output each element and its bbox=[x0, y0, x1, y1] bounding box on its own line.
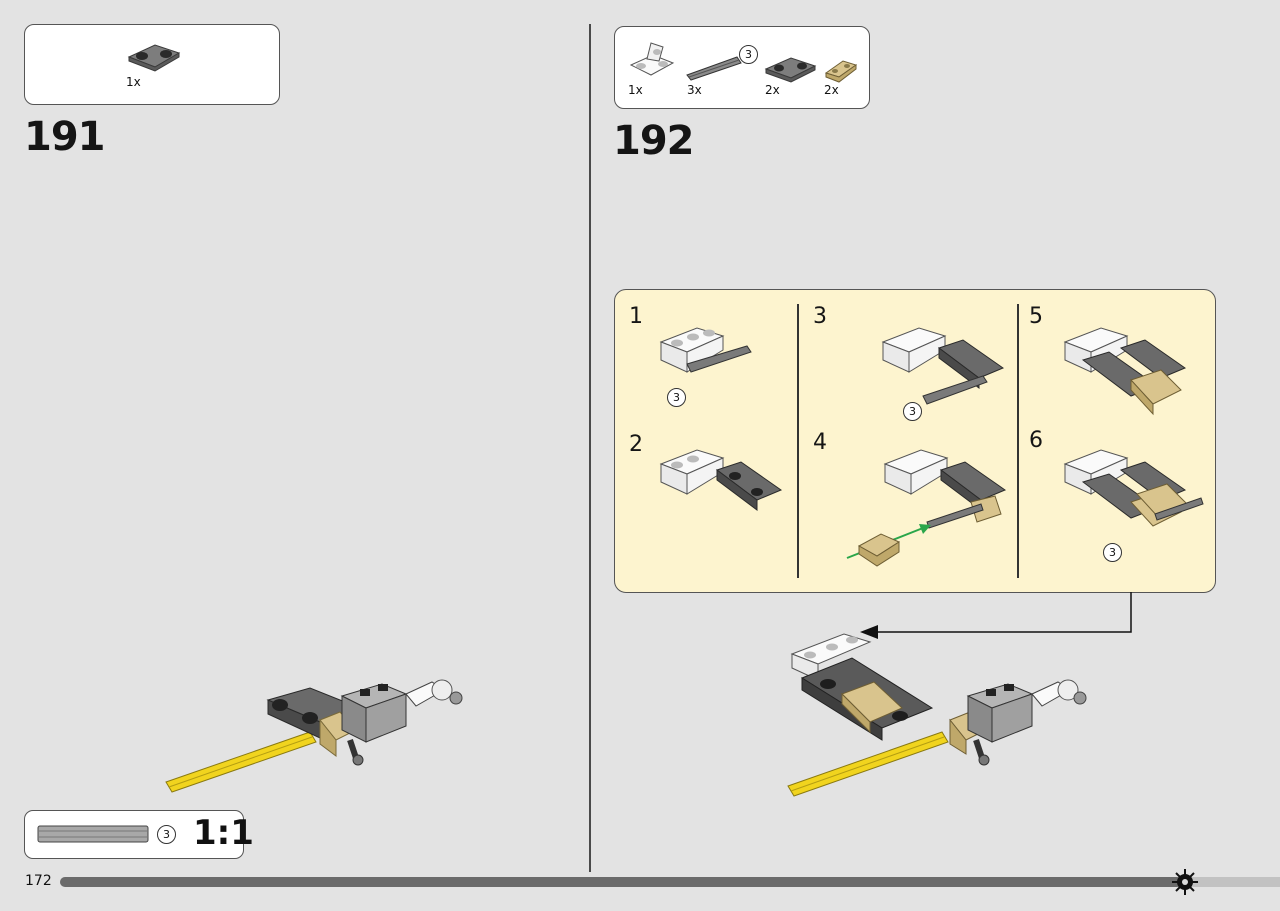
substep-number-2: 2 bbox=[629, 432, 643, 457]
substep-2-illustration bbox=[659, 449, 783, 511]
substep-number-1: 1 bbox=[629, 304, 643, 329]
part-qty: 1x bbox=[126, 75, 141, 89]
page-divider bbox=[589, 24, 591, 872]
parts-callout-192: 1x 3 3x 2x 2x bbox=[614, 26, 870, 109]
substep-number-3: 3 bbox=[813, 304, 827, 329]
substep-1-axle-callout: 3 bbox=[667, 388, 686, 407]
substep-number-4: 4 bbox=[813, 430, 827, 455]
substep-3-illustration bbox=[881, 327, 1005, 405]
substep-1-illustration bbox=[659, 327, 752, 373]
progress-bar-fill bbox=[60, 877, 1183, 887]
parts-callout-191: 1x bbox=[24, 24, 280, 105]
substep-4-illustration bbox=[846, 449, 1007, 567]
substep-number-6: 6 bbox=[1029, 428, 1043, 453]
progress-bar bbox=[60, 877, 1280, 887]
part-qty: 2x bbox=[824, 83, 839, 97]
substep-5-illustration bbox=[1063, 327, 1187, 416]
tan-beam-link-icon bbox=[824, 60, 858, 83]
substep-6-axle-callout: 3 bbox=[1103, 543, 1122, 562]
progress-marker-icon bbox=[1172, 869, 1198, 895]
assembly-illustration-191 bbox=[165, 679, 463, 793]
assembly-illustration-192 bbox=[787, 633, 1087, 797]
scale-reference-box: 3 1:1 bbox=[24, 810, 254, 859]
step-number-191: 191 bbox=[24, 114, 105, 160]
part-qty: 1x bbox=[628, 83, 643, 97]
substep-6-illustration bbox=[1063, 449, 1204, 527]
axle-length-icon bbox=[37, 825, 149, 843]
substep-3-axle-callout: 3 bbox=[903, 402, 922, 421]
substeps-panel: 1 3 2 3 3 4 bbox=[614, 289, 1216, 593]
scale-ratio: 1:1 bbox=[193, 813, 254, 853]
axle-length-callout: 3 bbox=[157, 825, 176, 844]
substep-number-5: 5 bbox=[1029, 304, 1043, 329]
white-angled-beam-icon bbox=[629, 42, 675, 76]
substep-divider bbox=[1017, 304, 1019, 578]
part-qty: 3x bbox=[687, 83, 702, 97]
gray-pin-connector-icon bbox=[127, 44, 181, 72]
part-qty: 2x bbox=[765, 83, 780, 97]
placement-arrow bbox=[860, 592, 1132, 639]
step-number-192: 192 bbox=[613, 118, 694, 164]
page-number: 172 bbox=[25, 873, 52, 889]
gray-pin-connector-icon bbox=[764, 57, 817, 83]
gray-axle-icon bbox=[686, 56, 742, 81]
substep-divider bbox=[797, 304, 799, 578]
axle-length-callout: 3 bbox=[739, 45, 758, 64]
